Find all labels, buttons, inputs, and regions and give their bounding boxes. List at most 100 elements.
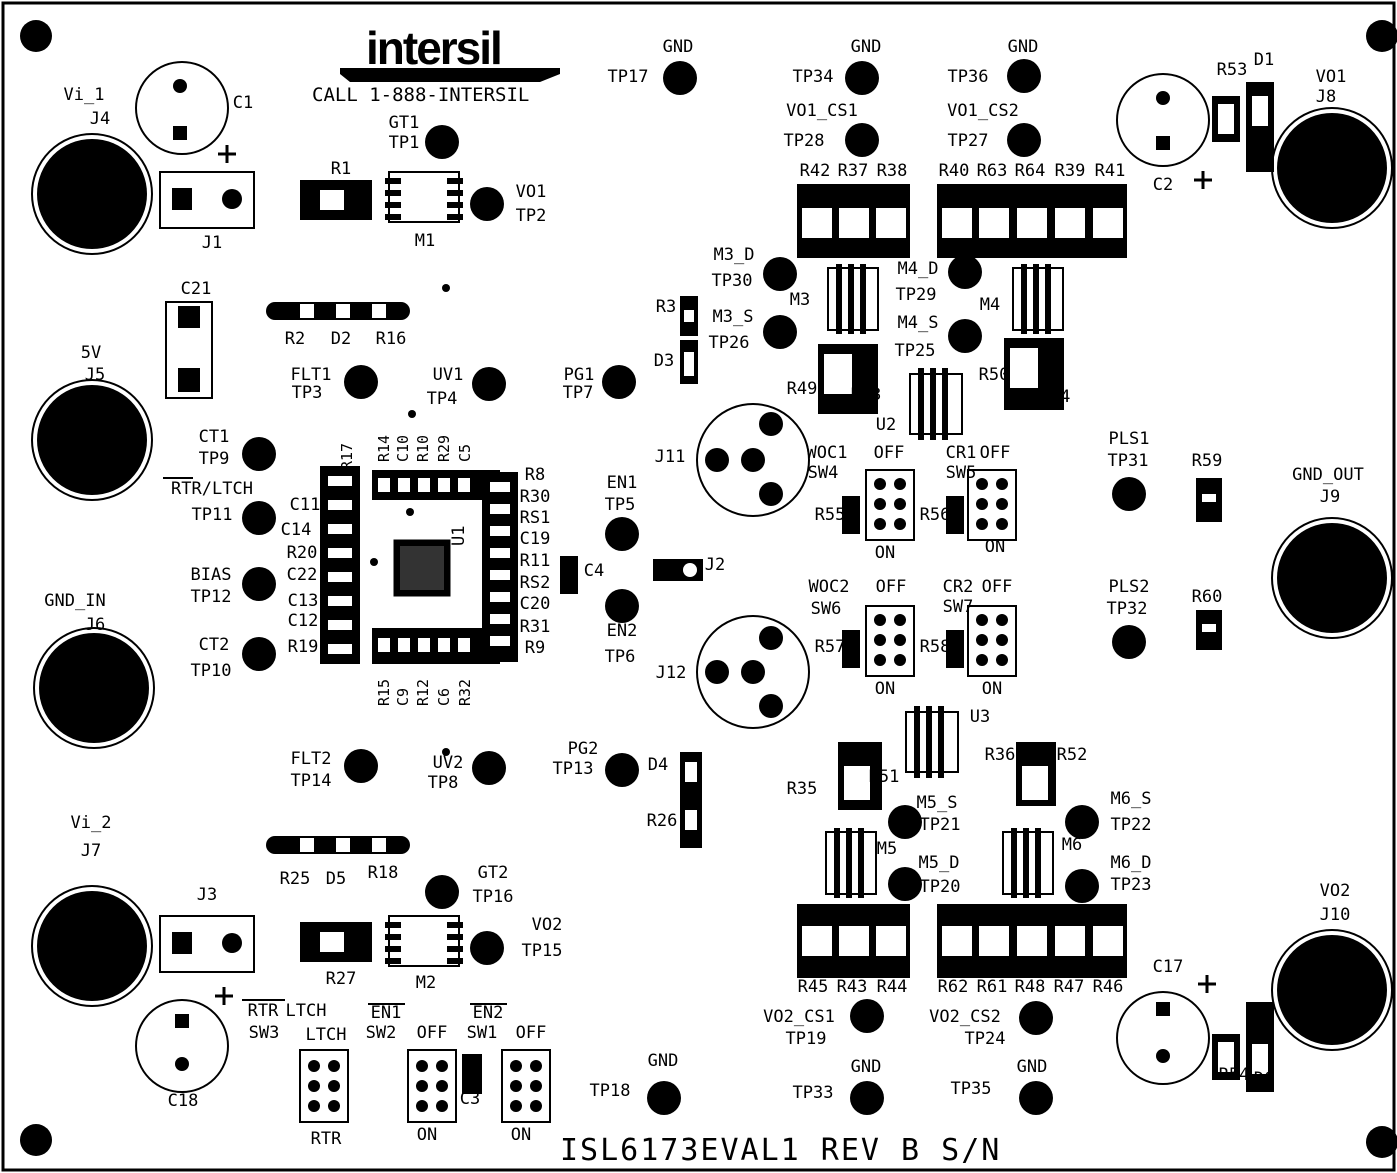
resistor-pad	[802, 208, 832, 238]
silkscreen-label: R48	[1015, 977, 1046, 997]
silkscreen-label: R63	[977, 161, 1008, 181]
pin	[530, 1060, 542, 1072]
lead	[938, 706, 944, 778]
silkscreen-label: J10	[1320, 905, 1351, 925]
silkscreen-label: J5	[85, 365, 105, 385]
pin	[530, 1100, 542, 1112]
silkscreen-label: TP25	[895, 341, 936, 361]
silkscreen-label: R18	[368, 863, 399, 883]
silkscreen-label: ON	[875, 543, 895, 563]
silkscreen-label: CT2	[199, 635, 230, 655]
pin	[530, 1080, 542, 1092]
test-point	[1019, 1081, 1053, 1115]
pad	[1218, 1042, 1234, 1072]
lead	[1023, 828, 1029, 898]
test-point	[888, 867, 922, 901]
test-point	[242, 567, 276, 601]
resistor-pad	[942, 926, 972, 956]
test-point	[948, 319, 982, 353]
pad	[438, 638, 450, 652]
silkscreen-label: GND_IN	[44, 591, 105, 611]
silkscreen-label: R39	[1055, 161, 1086, 181]
silkscreen-label: TP2	[516, 206, 547, 226]
silkscreen-label: TP22	[1111, 815, 1152, 835]
lead	[1045, 264, 1051, 334]
sense-resistors	[797, 184, 1127, 978]
silkscreen-label: M6	[1062, 835, 1082, 855]
pad	[458, 638, 470, 652]
pad	[328, 548, 352, 558]
pad	[438, 478, 450, 492]
test-point	[242, 437, 276, 471]
pin	[976, 498, 988, 510]
pad	[328, 476, 352, 486]
silkscreen-label: R11	[520, 551, 551, 571]
silkscreen-label: UV2	[433, 753, 464, 773]
jack-J10	[1277, 935, 1387, 1045]
lead	[834, 828, 840, 898]
pin	[996, 518, 1008, 530]
silkscreen-label: PG2	[568, 739, 599, 759]
pad	[222, 189, 242, 209]
pad	[300, 304, 314, 318]
pad	[378, 638, 390, 652]
silkscreen-label: J3	[197, 885, 217, 905]
mounting-hole	[1366, 1126, 1397, 1158]
silkscreen-label: GND	[663, 37, 694, 57]
silkscreen-label: M3	[790, 290, 810, 310]
pad	[418, 638, 430, 652]
silkscreen-label: TP20	[920, 877, 961, 897]
pin	[436, 1060, 448, 1072]
pad	[398, 638, 410, 652]
silkscreen-label: PG1	[564, 365, 595, 385]
cap-C1	[135, 61, 229, 155]
silkscreen-label: RS2	[520, 573, 551, 593]
pad	[175, 1057, 189, 1071]
test-point	[470, 931, 504, 965]
label-R29: R29	[435, 435, 453, 462]
silkscreen-label: R50	[979, 365, 1010, 385]
ic-U1-body	[400, 546, 444, 590]
lead	[942, 368, 948, 440]
silkscreen-label: SW1	[467, 1023, 498, 1043]
pin	[996, 654, 1008, 666]
pin	[510, 1100, 522, 1112]
silkscreen-label: M5	[877, 839, 897, 859]
label-U1: U1	[449, 526, 469, 546]
pad	[685, 810, 697, 830]
silkscreen-label: TP27	[948, 131, 989, 151]
silkscreen-label: Vi_2	[71, 813, 112, 833]
silkscreen-label: M4_S	[898, 313, 939, 333]
part-C4	[560, 556, 578, 594]
silkscreen-label: BIAS	[191, 565, 232, 585]
pad	[173, 126, 187, 140]
silkscreen-label: VO1_CS2	[947, 101, 1019, 121]
silkscreen-label: TP32	[1107, 599, 1148, 619]
passive-col-right	[482, 472, 518, 662]
pin	[759, 694, 783, 718]
pad	[1202, 624, 1216, 632]
silkscreen-label: EN2	[473, 1003, 504, 1023]
pad	[1156, 136, 1170, 150]
pin	[976, 614, 988, 626]
test-point	[344, 365, 378, 399]
pin	[741, 660, 765, 684]
label-R17: R17	[338, 443, 356, 470]
switch-body	[865, 605, 915, 677]
silkscreen-label: LTCH	[286, 1001, 327, 1021]
silkscreen-label: R16	[376, 329, 407, 349]
bnc-connectors	[696, 403, 810, 729]
part-C3	[462, 1054, 482, 1094]
jack-J9	[1277, 523, 1387, 633]
test-point	[1112, 625, 1146, 659]
silkscreen-label: R52	[1057, 745, 1088, 765]
test-point	[425, 875, 459, 909]
pin	[759, 626, 783, 650]
cap-C18	[135, 999, 229, 1093]
silkscreen-label: D1	[1254, 50, 1274, 70]
silkscreen-label: TP5	[605, 495, 636, 515]
via	[442, 284, 450, 292]
test-point	[425, 125, 459, 159]
mounting-hole	[20, 1124, 52, 1156]
test-point	[1112, 477, 1146, 511]
